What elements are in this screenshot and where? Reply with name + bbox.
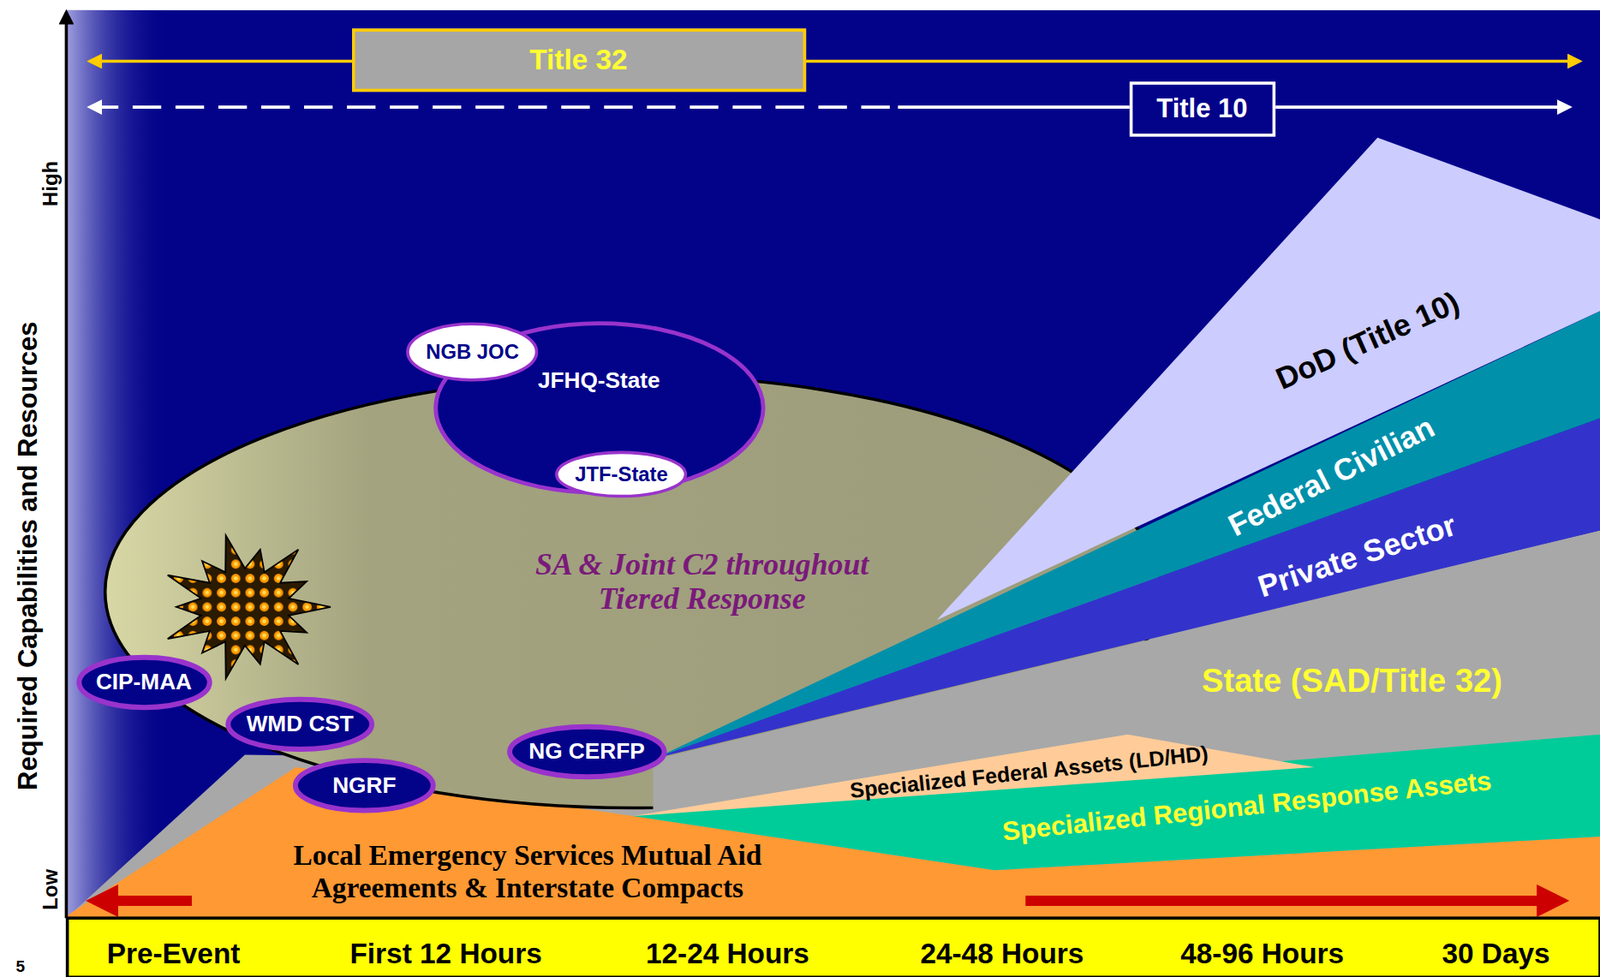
node-text: JTF-State: [574, 462, 669, 486]
time-label: First 12 Hours: [349, 937, 542, 971]
node-text: NG CERFP: [528, 739, 645, 765]
node-text: WMD CST: [246, 711, 354, 738]
node-text: NGRF: [332, 772, 396, 799]
time-label: 48-96 Hours: [1180, 937, 1344, 971]
oval-shape: [556, 452, 687, 496]
node-text: Title 10: [1156, 94, 1248, 126]
title32-span: [89, 59, 1580, 64]
oval-shape: [295, 760, 434, 811]
title10-span-dashed: [89, 105, 899, 109]
jfhq-ellipse: JFHQ-StateNGB JOCJTF-State: [433, 321, 765, 496]
node-text: CIP-MAA: [95, 669, 192, 696]
red-arrow-right: [1025, 895, 1553, 907]
pre-event-glow: [65, 10, 168, 919]
axis-low: Low: [39, 869, 63, 911]
cip-maa-oval: CIP-MAA: [76, 655, 212, 711]
local-band-label: Local Emergency Services Mutual Aid Agre…: [251, 831, 803, 914]
timeline-bar: [67, 918, 1600, 977]
wmd-cst-oval: WMD CST: [225, 697, 375, 753]
dod-band: [937, 137, 1600, 621]
page-number: 5: [16, 958, 26, 977]
node-text: Local Emergency Services Mutual Aid Agre…: [256, 839, 798, 906]
y-axis: [65, 11, 69, 919]
jtf-oval: JTF-State: [555, 451, 687, 499]
axis-high: High: [39, 161, 63, 207]
title10-box: Title 10: [1128, 81, 1275, 137]
ngb-joc-oval: NGB JOC: [406, 322, 539, 382]
node-text: Title 32: [529, 43, 627, 77]
incident-burst: [167, 535, 331, 679]
red-arrow-left: [101, 895, 192, 907]
time-label: 30 Days: [1441, 937, 1550, 971]
node-text: JFHQ-State: [537, 367, 661, 448]
oval-shape: [227, 699, 372, 750]
regional-assets-band: [632, 734, 1600, 871]
oval-shape: [509, 727, 665, 777]
node-text: SA & Joint C2 throughout Tiered Response: [467, 546, 938, 617]
chart-ground: [65, 10, 1600, 919]
oval-shape: [78, 657, 209, 708]
federal-civilian-band: [657, 310, 1600, 758]
title32-box: Title 32: [351, 28, 806, 92]
ngrf-oval: NGRF: [292, 758, 436, 813]
time-label: 12-24 Hours: [645, 937, 810, 971]
axis-title: Required Capabilities and Resources: [12, 322, 45, 791]
time-label: Pre-Event: [107, 937, 241, 971]
oval-shape: [407, 323, 538, 381]
ng-cerfp-oval: NG CERFP: [507, 724, 667, 780]
c2-ellipse-label: SA & Joint C2 throughout Tiered Response: [462, 535, 943, 627]
node-text: State (SAD/Title 32): [1201, 662, 1503, 700]
time-label: 24-48 Hours: [919, 937, 1084, 971]
state-band-label: State (SAD/Title 32): [1198, 659, 1506, 702]
node-text: NGB JOC: [425, 340, 520, 364]
